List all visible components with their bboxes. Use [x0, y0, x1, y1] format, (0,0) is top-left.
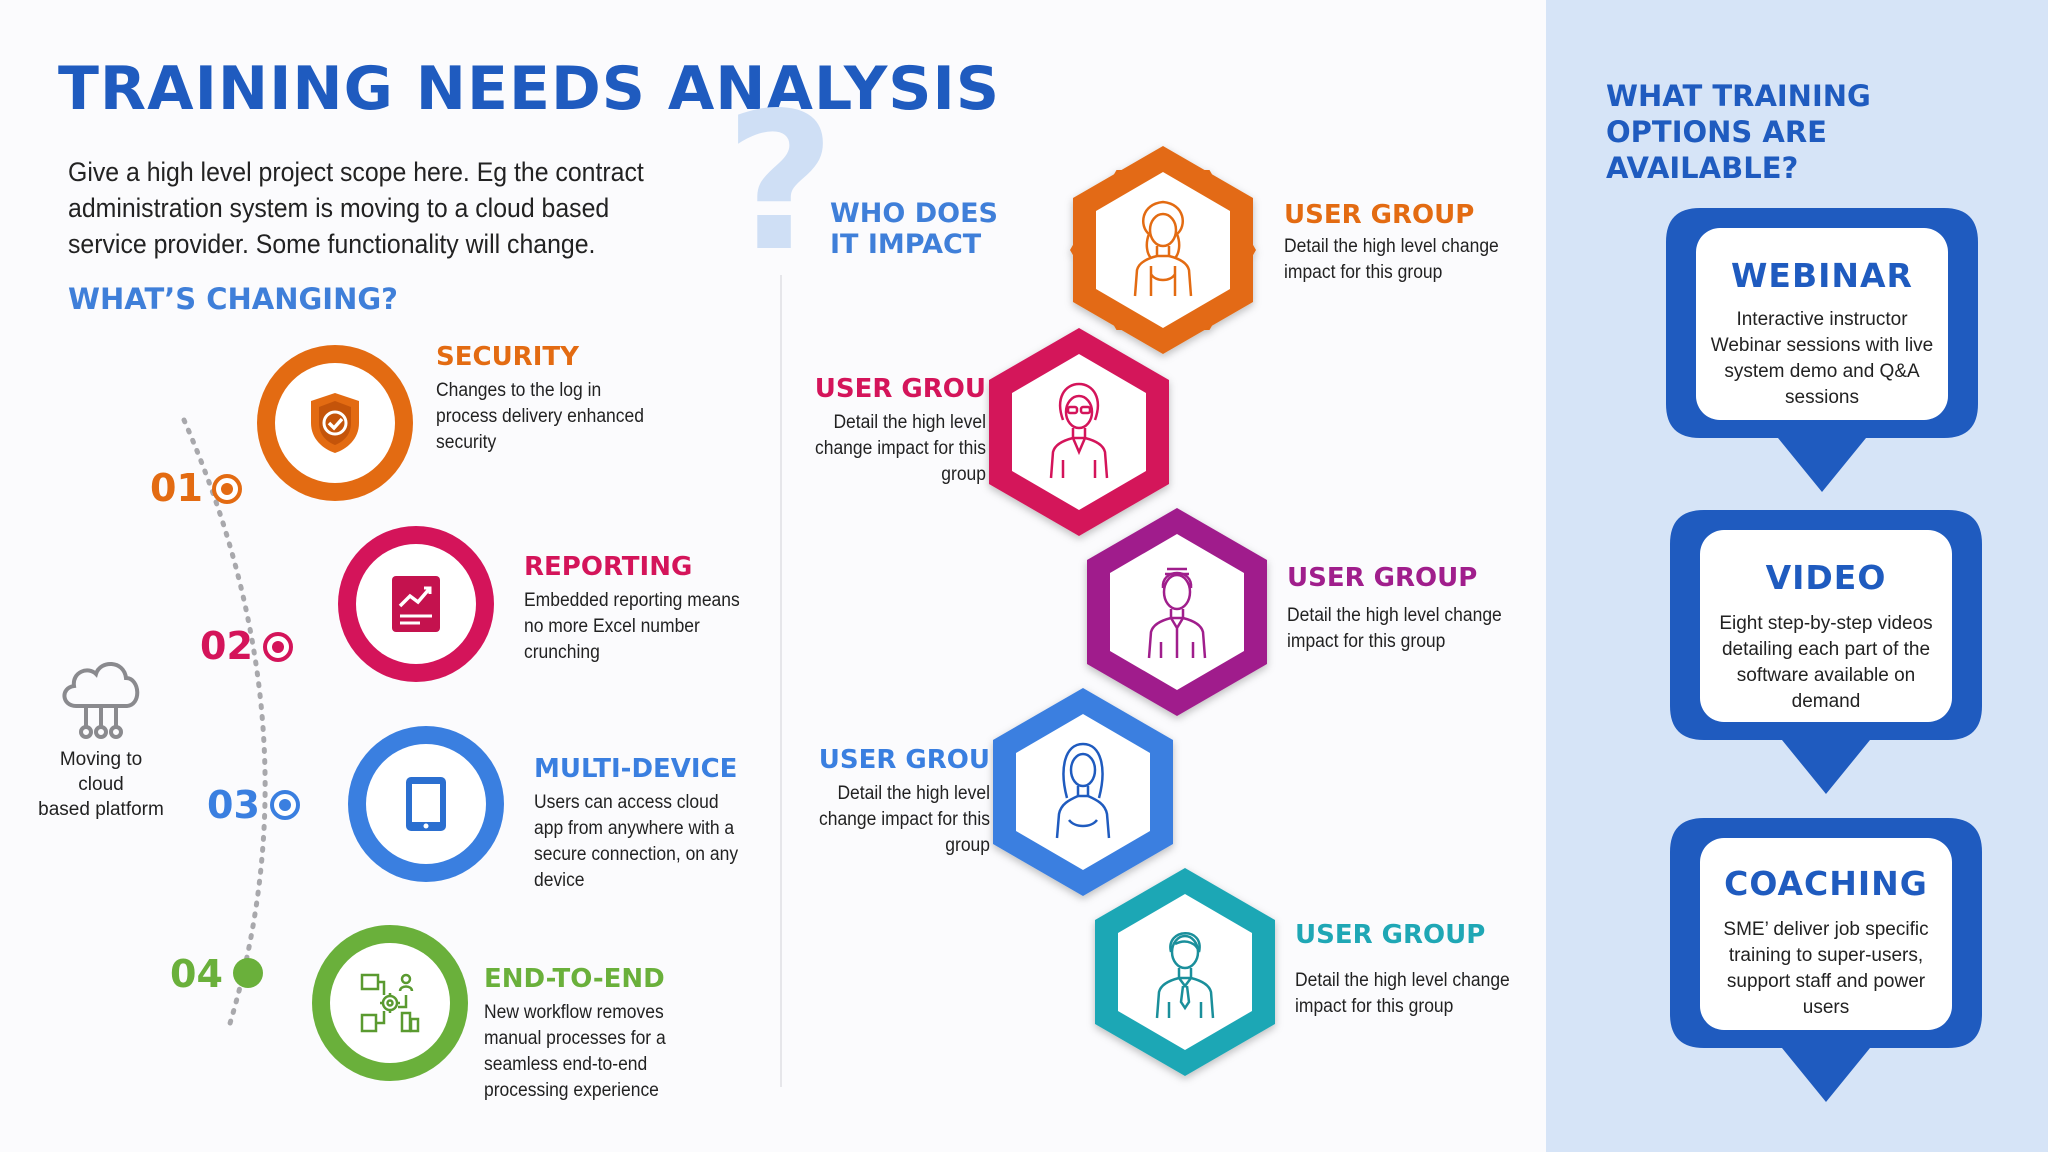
option-title: COACHING — [1724, 864, 1928, 903]
hexagon-user-group-1 — [1070, 146, 1256, 354]
user-group-description: Detail the high level change impact for … — [818, 783, 990, 856]
change-description: Embedded reporting means no more Excel n… — [524, 590, 740, 663]
shield-check-icon — [311, 393, 359, 453]
section-divider — [780, 275, 782, 1087]
timeline-dot — [263, 632, 293, 662]
hexagon-user-group-4 — [993, 688, 1173, 896]
user-group-4: USER GROU Detail the high level change i… — [700, 745, 990, 859]
user-group-5: USER GROUP Detail the high level change … — [1295, 920, 1575, 1020]
user-group-title: USER GROU — [814, 374, 986, 404]
cloud-network-icon — [62, 662, 140, 739]
project-scope-text: Give a high level project scope here. Eg… — [68, 157, 644, 259]
change-number: 01 — [150, 466, 203, 510]
change-description: Changes to the log in process delivery e… — [436, 380, 644, 453]
change-circle-security — [257, 345, 413, 501]
option-card-video: VIDEO Eight step-by-step videos detailin… — [1700, 558, 1952, 715]
workflow-icon — [360, 973, 420, 1033]
change-item-end-to-end: END-TO-END New workflow removes manual p… — [484, 964, 744, 1104]
option-description: Interactive instructor Webinar sessions … — [1710, 309, 1934, 408]
whats-changing-heading: WHAT’S CHANGING? — [68, 282, 398, 316]
video-bubble-shape — [1670, 510, 1982, 794]
hexagon-user-group-3 — [1087, 508, 1267, 716]
option-description: SME’ deliver job specific training to su… — [1723, 919, 1929, 1018]
person-woman-curly-icon — [1133, 200, 1193, 297]
page-title: TRAINING NEEDS ANALYSIS — [58, 54, 1001, 124]
user-group-2: USER GROU Detail the high level change i… — [700, 374, 986, 488]
question-mark-graphic: ? — [725, 72, 836, 293]
user-group-1: USER GROUP Detail the high level change … — [1284, 200, 1564, 286]
option-card-webinar: WEBINAR Interactive instructor Webinar s… — [1696, 256, 1948, 411]
change-title: MULTI-DEVICE — [534, 754, 738, 784]
change-title: END-TO-END — [484, 964, 665, 994]
change-number: 03 — [207, 783, 260, 827]
change-title: SECURITY — [436, 342, 579, 372]
user-group-title: USER GROUP — [1295, 920, 1486, 950]
user-group-description: Detail the high level change impact for … — [814, 412, 986, 485]
person-woman-glasses-icon — [1049, 382, 1109, 479]
change-number: 02 — [200, 624, 253, 668]
change-description: Users can access cloud app from anywhere… — [534, 792, 739, 891]
user-group-description: Detail the high level change impact for … — [1295, 970, 1510, 1017]
timeline-dot — [233, 958, 263, 988]
change-circle-reporting — [338, 526, 494, 682]
user-group-title: USER GROU — [818, 745, 990, 775]
training-options-heading: WHAT TRAINING OPTIONS ARE AVAILABLE? — [1606, 79, 1871, 185]
tablet-icon — [406, 777, 446, 831]
timeline-dot — [270, 790, 300, 820]
hexagon-user-group-5 — [1095, 868, 1275, 1076]
report-chart-icon — [392, 576, 440, 632]
user-group-title: USER GROUP — [1284, 200, 1475, 230]
change-circle-multi-device — [348, 726, 504, 882]
user-group-description: Detail the high level change impact for … — [1284, 236, 1499, 283]
timeline-arc — [181, 417, 268, 1033]
change-title: REPORTING — [524, 552, 693, 582]
option-title: VIDEO — [1765, 558, 1887, 597]
change-item-security: SECURITY Changes to the log in process d… — [436, 342, 696, 456]
cloud-platform-label: Moving to cloud based platform — [38, 749, 164, 820]
hexagon-user-group-2 — [989, 328, 1169, 536]
change-description: New workflow removes manual processes fo… — [484, 1002, 666, 1101]
user-group-title: USER GROUP — [1287, 563, 1478, 593]
person-woman-tie-icon — [1155, 932, 1215, 1019]
change-circle-end-to-end — [312, 925, 468, 1081]
timeline-dot — [212, 474, 242, 504]
change-item-multi-device: MULTI-DEVICE Users can access cloud app … — [534, 754, 794, 894]
webinar-bubble-shape — [1666, 208, 1978, 492]
coaching-bubble-shape — [1670, 818, 1982, 1102]
who-impact-heading: WHO DOES IT IMPACT — [830, 198, 998, 260]
person-man-icon — [1147, 567, 1207, 659]
option-card-coaching: COACHING SME’ deliver job specific train… — [1700, 864, 1952, 1021]
user-group-3: USER GROUP Detail the high level change … — [1287, 563, 1567, 655]
user-group-description: Detail the high level change impact for … — [1287, 605, 1502, 652]
option-description: Eight step-by-step videos detailing each… — [1719, 613, 1933, 712]
person-woman-long-hair-icon — [1055, 742, 1111, 839]
change-item-reporting: REPORTING Embedded reporting means no mo… — [524, 552, 784, 666]
option-title: WEBINAR — [1731, 256, 1913, 295]
change-number: 04 — [170, 952, 223, 996]
